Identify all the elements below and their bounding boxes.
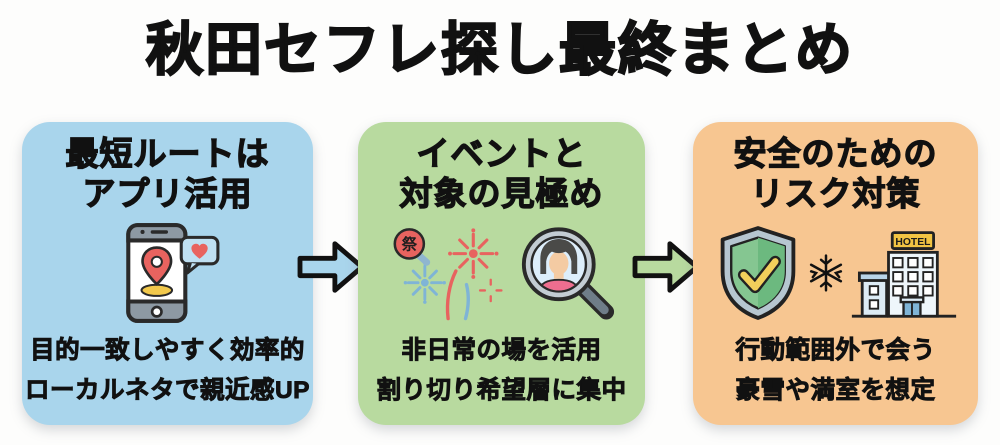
card-safety-risk: 安全のための リスク対策	[693, 122, 978, 425]
card-event-heading: イベントと 対象の見極め	[399, 134, 604, 215]
flow-arrow-1	[296, 236, 366, 298]
card-event-heading-line1: イベントと	[416, 134, 587, 172]
page-title: 秋田セフレ探し最終まとめ	[145, 17, 854, 83]
smartphone-app-location-heart-icon	[112, 222, 224, 324]
hotel-building-icon: HOTEL	[850, 224, 958, 322]
card-event-points: 非日常の場を活用 割り切り希望層に集中	[376, 331, 627, 411]
card-safety-icons: HOTEL	[714, 215, 958, 332]
card-event-point-1: 非日常の場を活用	[401, 337, 602, 365]
card-event-point-2: 割り切り希望層に集中	[376, 377, 627, 405]
right-arrow-icon	[632, 241, 700, 293]
card-event-icons: 祭	[388, 215, 616, 332]
card-app-point-1: 目的一致しやすく効率的	[30, 337, 305, 365]
card-event-heading-line2: 対象の見極め	[399, 175, 604, 213]
shield-check-icon	[714, 225, 802, 321]
flow-arrow-2	[631, 236, 701, 298]
festival-fan-label: 祭	[401, 235, 417, 254]
card-event-targeting: イベントと 対象の見極め	[358, 122, 645, 425]
card-safety-points: 行動範囲外で会う 豪雪や満室を想定	[735, 331, 936, 411]
card-safety-heading-line2: リスク対策	[750, 175, 921, 213]
magnifier-woman-icon	[519, 223, 616, 323]
hotel-sign-label: HOTEL	[895, 237, 930, 248]
festival-fireworks-icon: 祭	[388, 223, 514, 323]
card-safety-point-2: 豪雪や満室を想定	[735, 377, 936, 405]
card-app-route: 最短ルートは アプリ活用 目的一致しやすく効率的 ローカルネタで親近感UP	[22, 122, 313, 425]
card-app-point-2: ローカルネタで親近感UP	[24, 377, 311, 405]
card-app-heading-line2: アプリ活用	[82, 175, 253, 213]
card-app-heading: 最短ルートは アプリ活用	[65, 134, 270, 215]
card-safety-heading-line1: 安全のための	[733, 134, 938, 172]
card-app-points: 目的一致しやすく効率的 ローカルネタで親近感UP	[25, 331, 310, 411]
card-safety-point-1: 行動範囲外で会う	[735, 337, 936, 365]
snowflake-icon	[807, 246, 845, 300]
card-safety-heading: 安全のための リスク対策	[733, 134, 938, 215]
card-app-icons	[112, 215, 224, 332]
card-app-heading-line1: 最短ルートは	[65, 134, 270, 172]
right-arrow-icon	[297, 241, 365, 293]
